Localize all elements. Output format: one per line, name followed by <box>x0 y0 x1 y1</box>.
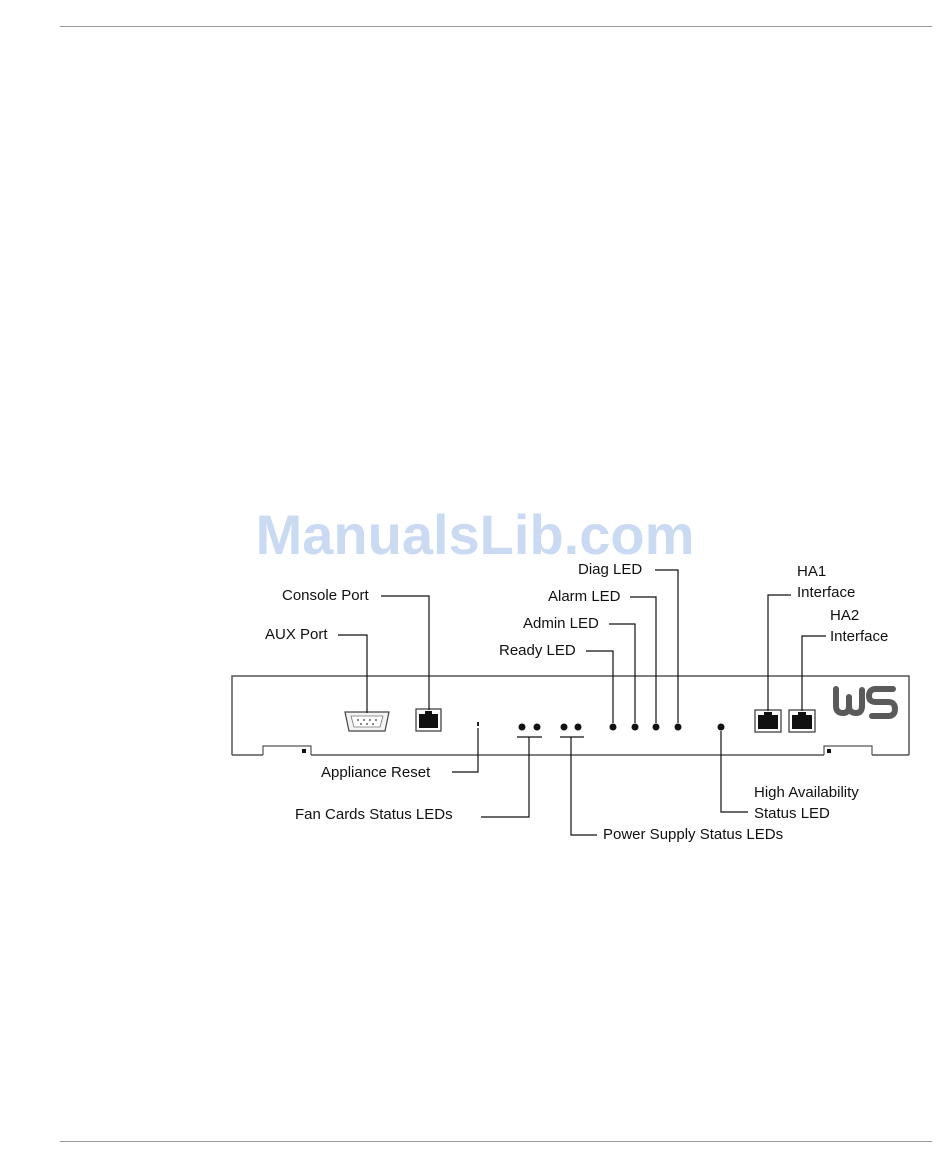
appliance-reset-pinhole <box>477 722 479 726</box>
power-led-1 <box>561 724 568 731</box>
leader-ha1 <box>768 595 791 711</box>
bottom-rule <box>60 1141 932 1142</box>
leader-fan-leds <box>481 737 529 817</box>
diag-led <box>675 724 682 731</box>
ws-logo-icon <box>836 689 895 716</box>
ready-led <box>610 724 617 731</box>
label-ha2-line1: HA2 <box>830 607 859 624</box>
leader-power-leds <box>571 737 597 835</box>
aux-port-connector <box>345 712 389 731</box>
panel-foot-left-mark <box>302 749 306 753</box>
console-port-connector <box>416 709 441 731</box>
leader-diag-led <box>655 570 678 723</box>
label-ha1-line1: HA1 <box>797 563 826 580</box>
leader-lines <box>338 570 826 835</box>
power-led-2 <box>575 724 582 731</box>
leader-ha2 <box>802 636 826 711</box>
admin-led <box>632 724 639 731</box>
leader-console-port <box>381 596 429 710</box>
leader-alarm-led <box>630 597 656 723</box>
leader-aux-port <box>338 635 367 713</box>
label-ha-status-line1: High Availability <box>754 784 859 801</box>
label-appliance-reset: Appliance Reset <box>321 764 431 781</box>
label-console-port: Console Port <box>282 587 370 604</box>
label-ready-led: Ready LED <box>499 642 576 659</box>
fan-led-2 <box>534 724 541 731</box>
leader-appliance-reset <box>452 728 478 772</box>
label-ha2-line2: Interface <box>830 628 888 645</box>
panel-foot-right <box>824 746 872 755</box>
leader-ha-status-led <box>721 731 748 812</box>
fan-led-1 <box>519 724 526 731</box>
ha-status-led <box>718 724 725 731</box>
label-power-supply-leds: Power Supply Status LEDs <box>603 826 783 843</box>
ha2-interface-connector <box>789 710 815 732</box>
label-fan-cards-leds: Fan Cards Status LEDs <box>295 806 453 823</box>
panel-foot-right-mark <box>827 749 831 753</box>
label-ha1-line2: Interface <box>797 584 855 601</box>
label-ha-status-line2: Status LED <box>754 805 830 822</box>
label-alarm-led: Alarm LED <box>548 588 621 605</box>
label-admin-led: Admin LED <box>523 615 599 632</box>
ha1-interface-connector <box>755 710 781 732</box>
label-aux-port: AUX Port <box>265 626 328 643</box>
label-diag-led: Diag LED <box>578 561 642 578</box>
leader-ready-led <box>586 651 613 723</box>
alarm-led <box>653 724 660 731</box>
